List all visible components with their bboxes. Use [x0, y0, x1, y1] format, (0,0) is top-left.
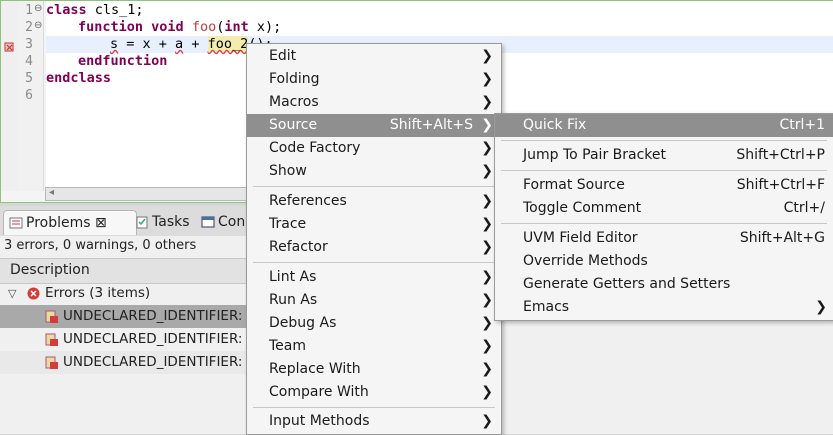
problem-row[interactable]: UNDECLARED_IDENTIFIER: [0, 328, 250, 351]
menu-separator [501, 170, 827, 171]
tab-console[interactable]: Con [196, 210, 272, 234]
tab-tasks[interactable]: Tasks [130, 210, 214, 234]
menu-separator [501, 223, 827, 224]
fold-toggle-icon[interactable]: ⊖ [34, 3, 43, 14]
console-icon [201, 215, 215, 229]
menu-item-team[interactable]: Team❯ [247, 335, 501, 358]
chevron-right-icon: ❯ [481, 117, 493, 133]
chevron-right-icon: ❯ [481, 140, 493, 156]
menu-separator [501, 140, 827, 141]
chevron-right-icon: ❯ [481, 48, 493, 64]
panel-tab-bar: Problems ⊠ Tasks Con [0, 206, 250, 236]
chevron-right-icon: ❯ [481, 193, 493, 209]
menu-separator [253, 186, 495, 187]
line-number: 4 [25, 54, 33, 69]
scroll-left-icon[interactable]: ◂ [49, 187, 55, 198]
code-line-5: endclass [46, 70, 112, 86]
menu-item-lint-as[interactable]: Lint As❯ [247, 266, 501, 289]
menu-item-input-methods[interactable]: Input Methods❯ [247, 410, 501, 433]
chevron-right-icon: ❯ [481, 361, 493, 377]
line-number: 5 [25, 71, 33, 86]
chevron-right-icon: ❯ [481, 71, 493, 87]
error-icon [27, 287, 40, 300]
menu-item-override-methods[interactable]: Override Methods [523, 253, 648, 269]
line-number: 6 [25, 88, 33, 103]
menu-item-replace-with[interactable]: Replace With❯ [247, 358, 501, 381]
chevron-right-icon: ❯ [481, 315, 493, 331]
expand-toggle-icon[interactable]: ▽ [8, 287, 17, 300]
chevron-right-icon: ❯ [481, 338, 493, 354]
fold-toggle-icon[interactable]: ⊖ [34, 20, 43, 31]
chevron-right-icon: ❯ [481, 239, 493, 255]
code-line-4: endfunction [78, 53, 168, 69]
chevron-right-icon: ❯ [815, 299, 827, 315]
menu-item-edit[interactable]: Edit❯ [247, 45, 501, 68]
menu-item-compare-with[interactable]: Compare With❯ [247, 381, 501, 404]
menu-separator [253, 407, 495, 408]
menu-item-show[interactable]: Show❯ [247, 160, 501, 183]
file-error-icon [45, 310, 58, 323]
menu-item-run-as[interactable]: Run As❯ [247, 289, 501, 312]
tree-group-errors[interactable]: ▽ Errors (3 items) [0, 282, 250, 305]
menu-item-refactor[interactable]: Refactor❯ [247, 236, 501, 259]
menu-item-generate-getters-setters[interactable]: Generate Getters and Setters [523, 276, 731, 292]
menu-item-folding[interactable]: Folding❯ [247, 68, 501, 91]
problems-summary: 3 errors, 0 warnings, 0 others [4, 238, 197, 253]
problem-row[interactable]: UNDECLARED_IDENTIFIER: [0, 305, 250, 328]
menu-item-emacs[interactable]: Emacs❯ [495, 296, 833, 319]
menu-item-references[interactable]: References❯ [247, 190, 501, 213]
horizontal-scrollbar[interactable]: ◂ [45, 187, 265, 201]
menu-item-debug-as[interactable]: Debug As❯ [247, 312, 501, 335]
chevron-right-icon: ❯ [481, 384, 493, 400]
chevron-right-icon: ❯ [481, 269, 493, 285]
code-line-2: function void foo(int x); [78, 19, 282, 35]
tasks-icon [135, 215, 149, 229]
menu-item-macros[interactable]: Macros❯ [247, 91, 501, 114]
error-marker-icon[interactable] [4, 41, 16, 53]
chevron-right-icon: ❯ [481, 292, 493, 308]
chevron-right-icon: ❯ [481, 94, 493, 110]
line-number: 3 [25, 37, 33, 52]
line-number: 1 [25, 3, 33, 18]
menu-separator [253, 262, 495, 263]
chevron-right-icon: ❯ [481, 163, 493, 179]
menu-item-code-factory[interactable]: Code Factory❯ [247, 137, 501, 160]
tab-problems[interactable]: Problems ⊠ [3, 210, 137, 235]
file-error-icon [45, 356, 58, 369]
problems-icon [9, 216, 23, 230]
code-line-1: class cls_1; [46, 2, 144, 18]
line-number: 2 [25, 20, 33, 35]
menu-item-trace[interactable]: Trace❯ [247, 213, 501, 236]
file-error-icon [45, 333, 58, 346]
annotation-ruler [1, 1, 17, 191]
line-number-gutter: 1 ⊖ 2 ⊖ 3 4 5 6 [17, 1, 44, 191]
problem-row[interactable]: UNDECLARED_IDENTIFIER: [0, 351, 250, 374]
chevron-right-icon: ❯ [481, 413, 493, 429]
column-header-description[interactable]: Description [0, 258, 250, 284]
chevron-right-icon: ❯ [481, 216, 493, 232]
